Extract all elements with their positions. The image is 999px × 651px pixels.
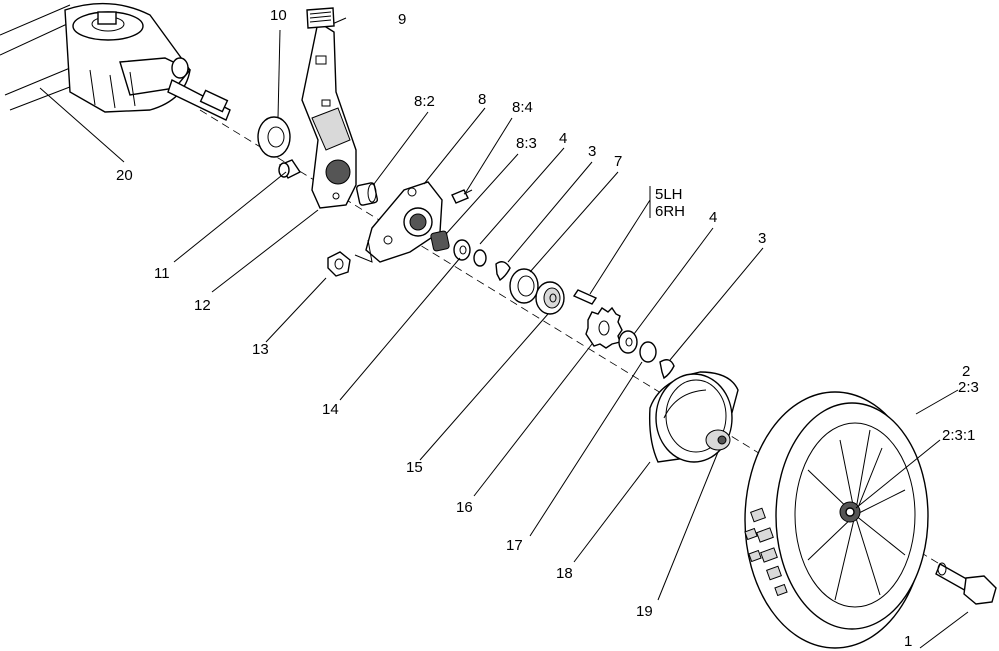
bushing-8-3 [430, 230, 450, 252]
bearing-ring-7 [509, 268, 539, 304]
callout-8-4: 8:4 [512, 99, 533, 116]
pinion-gear-16 [585, 306, 623, 349]
callout-8-2: 8:2 [414, 93, 435, 110]
washer-4-lower [618, 330, 638, 354]
callout-14: 14 [322, 401, 339, 418]
e-ring-3-lower [659, 359, 675, 380]
callout-19: 19 [636, 603, 653, 620]
callout-13: 13 [252, 341, 269, 358]
callout-labels: 10 9 20 8:2 8 8:4 8:3 4 3 7 5LH 6RH 4 3 … [116, 7, 979, 650]
wheel-assembly [744, 391, 929, 649]
callout-2-3-1: 2:3:1 [942, 427, 975, 444]
callout-3a: 3 [588, 143, 596, 160]
wheel-spokes [807, 429, 906, 601]
callout-10: 10 [270, 7, 287, 24]
hub-washer-19 [705, 429, 731, 451]
spacer-17 [639, 341, 657, 363]
bearing-15 [535, 281, 565, 315]
leader-lines [39, 29, 969, 649]
washer-4-upper [453, 239, 471, 261]
spacer-washer [473, 249, 487, 267]
nut-13 [327, 251, 351, 277]
callout-1: 1 [904, 633, 912, 650]
callout-3b: 3 [758, 230, 766, 247]
height-adjuster-plate [301, 17, 357, 209]
transmission-housing [0, 2, 231, 121]
callout-18: 18 [556, 565, 573, 582]
callout-12: 12 [194, 297, 211, 314]
callout-2-3: 2:3 [958, 379, 979, 396]
shoulder-bolt-11 [278, 159, 302, 179]
tire-tread [744, 507, 788, 597]
callout-2: 2 [962, 363, 970, 380]
bearing-bracket [354, 181, 443, 263]
callout-11: 11 [154, 265, 170, 282]
callout-8-3: 8:3 [516, 135, 537, 152]
washer-10 [257, 116, 291, 158]
callout-4a: 4 [559, 130, 567, 147]
callout-7: 7 [614, 153, 622, 170]
axle-bolt-1 [935, 562, 997, 605]
adjuster-knob [306, 7, 335, 29]
key-pawl [572, 289, 598, 305]
callout-6rh: 6RH [655, 203, 685, 220]
callout-5lh: 5LH [655, 186, 683, 203]
callout-8: 8 [478, 91, 486, 108]
callout-15: 15 [406, 459, 423, 476]
bushing-8-2 [355, 182, 379, 206]
e-ring-3-upper [495, 261, 511, 282]
callout-20: 20 [116, 167, 133, 184]
callout-16: 16 [456, 499, 473, 516]
callout-9: 9 [398, 11, 406, 28]
callout-17: 17 [506, 537, 523, 554]
callout-4b: 4 [709, 209, 717, 226]
grease-fitting-8-4 [451, 189, 473, 204]
